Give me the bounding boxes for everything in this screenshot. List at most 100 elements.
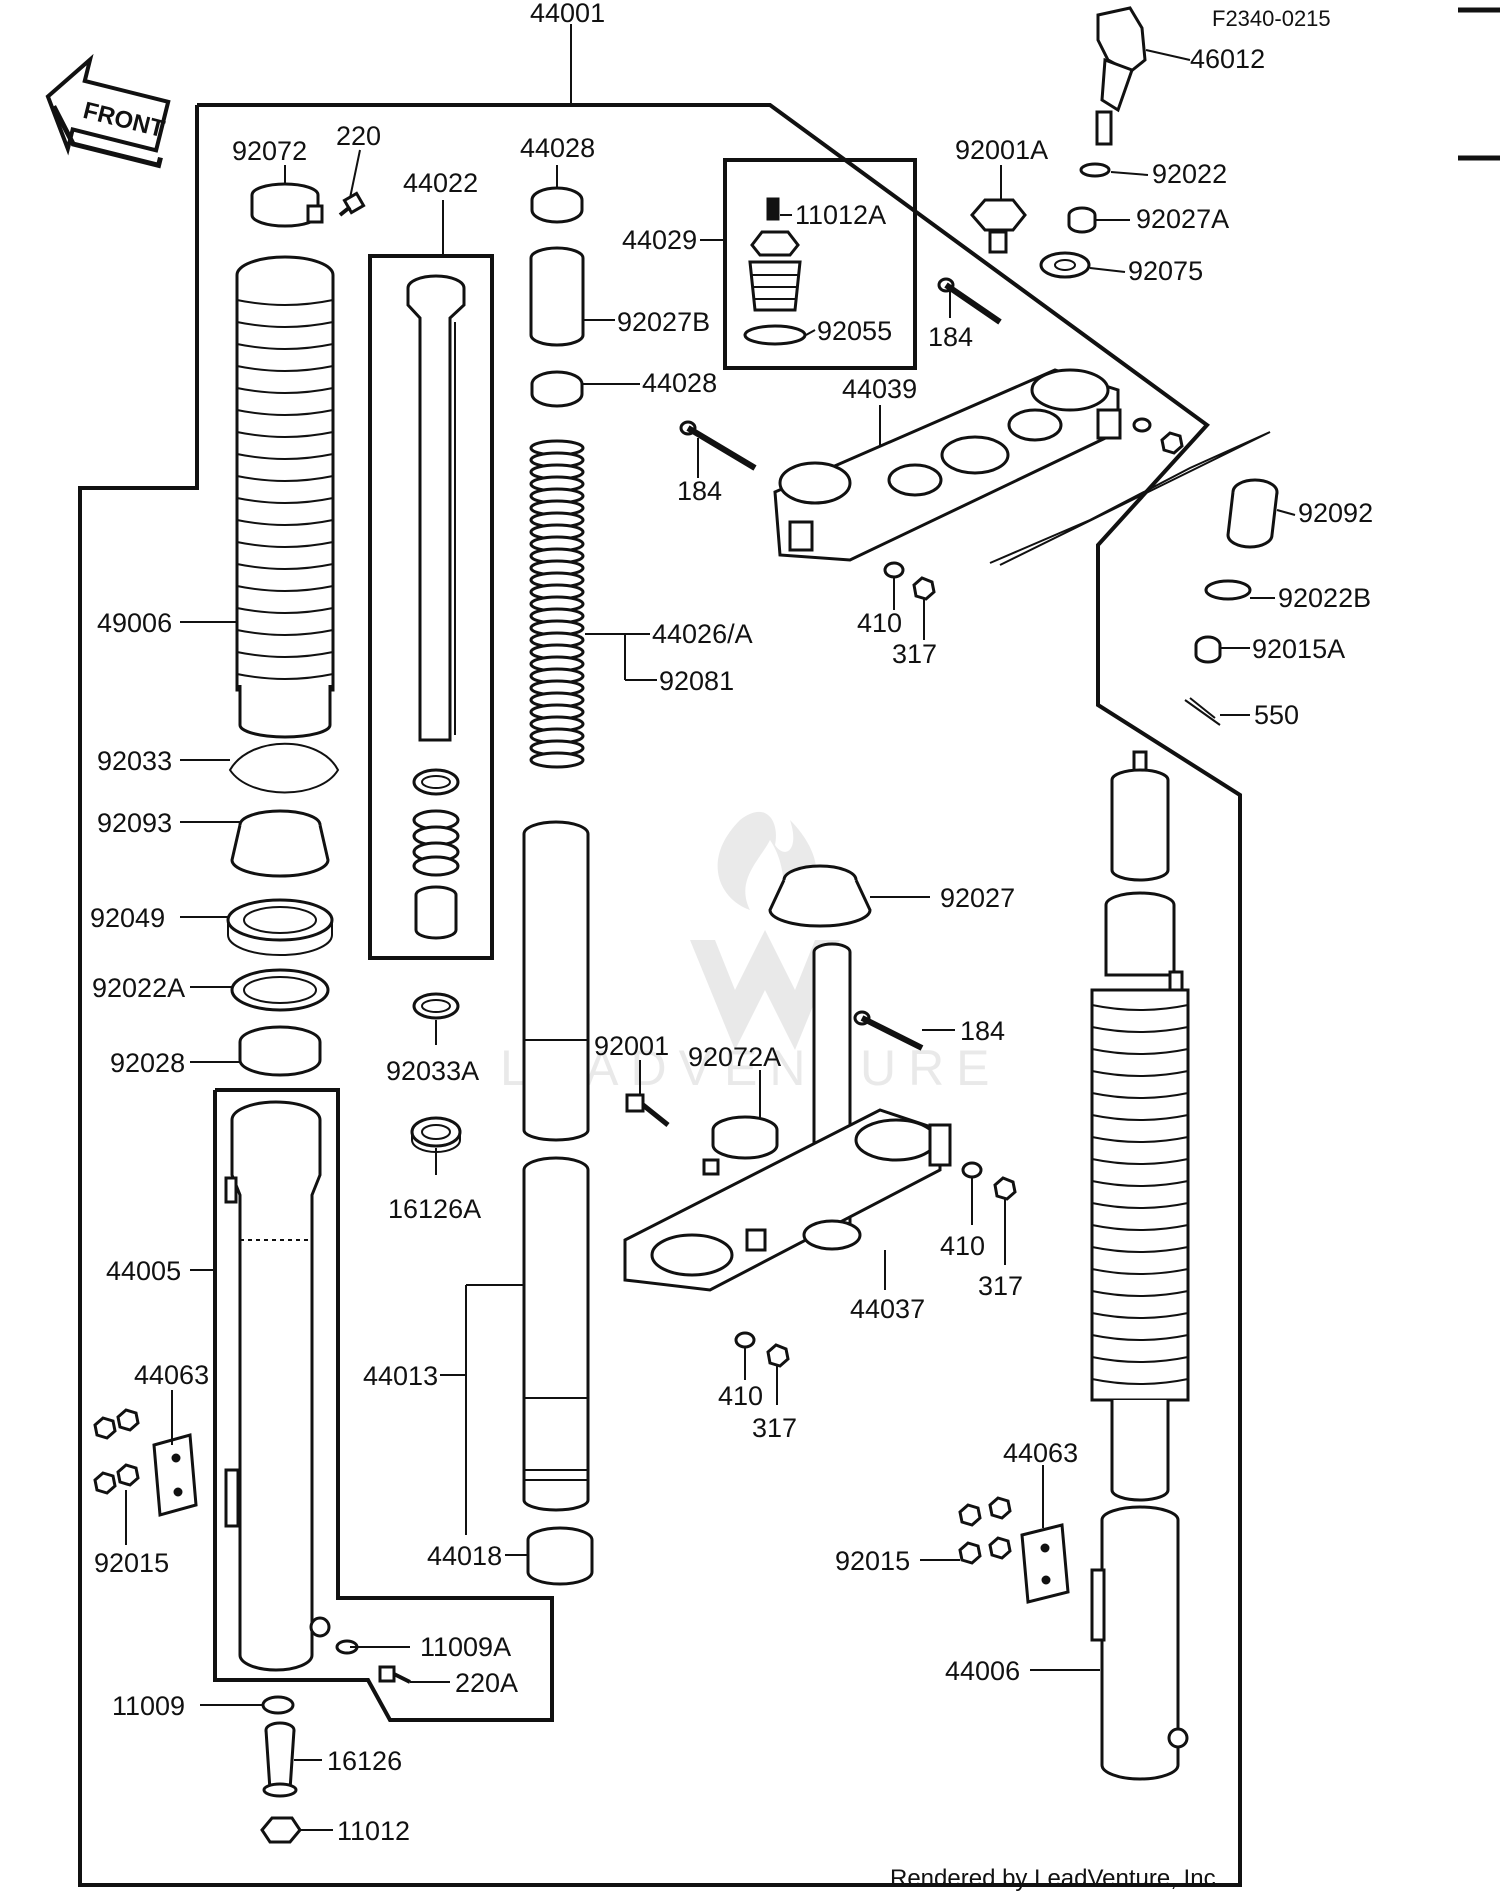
- rib-line: [1091, 1114, 1189, 1121]
- rib-line: [1091, 1136, 1189, 1143]
- label-92027B: 92027B: [617, 307, 710, 337]
- leader-lines: [125, 24, 1296, 1831]
- rib-line: [1091, 1202, 1189, 1209]
- label-44013: 44013: [363, 1361, 438, 1391]
- rib-line: [236, 431, 334, 438]
- label-410-top: 410: [857, 608, 902, 638]
- rib-line: [236, 321, 334, 328]
- bolt-184-top: [937, 277, 1002, 325]
- label-92033: 92033: [97, 746, 172, 776]
- assembly-frame-44001: [78, 103, 1242, 1887]
- rib-line: [236, 475, 334, 482]
- label-44039: 44039: [842, 374, 917, 404]
- label-92093: 92093: [97, 808, 172, 838]
- label-44037: 44037: [850, 1294, 925, 1324]
- washer-nut-410-317-low: [734, 1331, 790, 1368]
- guide-92028: [238, 1025, 322, 1077]
- circlip-92033A: [412, 992, 460, 1020]
- label-184-mid: 184: [677, 476, 722, 506]
- spring-44026: [529, 439, 585, 769]
- label-92072A: 92072A: [688, 1042, 781, 1072]
- rib-line: [1091, 1268, 1189, 1275]
- rib-line: [1091, 1158, 1189, 1165]
- outer-tube-44005: [224, 1100, 331, 1672]
- nuts-92015-right: [958, 1496, 1012, 1565]
- washer-nut-410-317-top: [883, 561, 936, 601]
- label-16126A: 16126A: [388, 1194, 481, 1224]
- label-92001A: 92001A: [955, 135, 1048, 165]
- label-44028-top: 44028: [520, 133, 595, 163]
- label-220A: 220A: [455, 1668, 518, 1698]
- label-92015A: 92015A: [1252, 634, 1345, 664]
- washer-nut-410-317-mid: [961, 1161, 1017, 1201]
- label-44006: 44006: [945, 1656, 1020, 1686]
- gasket-92033: [228, 742, 340, 794]
- cap-bolt-92001A: [970, 198, 1027, 254]
- bushing-44018: [526, 1526, 594, 1586]
- label-410-mid: 410: [940, 1231, 985, 1261]
- label-92081: 92081: [659, 666, 734, 696]
- bolt-11012: [260, 1816, 302, 1844]
- cap-44063-left: [152, 1433, 198, 1517]
- label-92033A: 92033A: [386, 1056, 479, 1086]
- rib-line: [1091, 1334, 1189, 1341]
- footer-credit: Rendered by LeadVenture, Inc.: [890, 1865, 1222, 1892]
- rib-line: [236, 563, 334, 570]
- spring-coil: [529, 751, 585, 769]
- rib-line: [236, 607, 334, 614]
- rib-line: [236, 629, 334, 636]
- label-92055: 92055: [817, 316, 892, 346]
- lower-triple-clamp-44037: [623, 1108, 952, 1292]
- spacer-92027B: [529, 246, 585, 347]
- washer-92022A: [230, 968, 330, 1012]
- screw-220A: [378, 1665, 411, 1684]
- rib-line: [1091, 1246, 1189, 1253]
- label-49006: 49006: [97, 608, 172, 638]
- clamp-92072: [250, 182, 324, 228]
- rib-line: [236, 409, 334, 416]
- fork-upper-right: [1104, 891, 1184, 996]
- label-92075: 92075: [1128, 256, 1203, 286]
- frame-44022: [368, 254, 494, 960]
- cap-44063-right: [1020, 1523, 1070, 1604]
- label-44022: 44022: [403, 168, 478, 198]
- inner-tube-upper: [522, 820, 590, 1142]
- piece-44022: [414, 885, 458, 940]
- clip-44022: [412, 768, 460, 796]
- label-550: 550: [1254, 700, 1299, 730]
- part-labels: 44001 46012 92072 220 44022 44028 44029 …: [90, 0, 1373, 1846]
- label-92015-right: 92015: [835, 1546, 910, 1576]
- nuts-92015-left: [93, 1408, 140, 1495]
- rib-line: [236, 585, 334, 592]
- rib-line: [236, 387, 334, 394]
- label-44005: 44005: [106, 1256, 181, 1286]
- label-92022A: 92022A: [92, 973, 185, 1003]
- label-11012: 11012: [337, 1816, 410, 1846]
- label-410-low: 410: [718, 1381, 763, 1411]
- rib-line: [1091, 1290, 1189, 1297]
- clamp-92072A: [702, 1115, 779, 1176]
- outer-tube-44006: [1090, 1505, 1189, 1781]
- label-92015-left: 92015: [94, 1548, 169, 1578]
- rib-line: [1091, 1378, 1189, 1385]
- label-11009A: 11009A: [420, 1632, 511, 1662]
- rib-line: [1091, 1092, 1189, 1099]
- fork-cap-right: [1110, 750, 1170, 882]
- spring-44022: [412, 809, 460, 877]
- holder-46012: [1095, 6, 1147, 146]
- label-44029: 44029: [622, 225, 697, 255]
- frame-44039-bracket: [989, 431, 1271, 566]
- rib-line: [1091, 1224, 1189, 1231]
- label-317-top: 317: [892, 639, 937, 669]
- label-11009: 11009: [112, 1691, 185, 1721]
- collar-92027A: [1067, 206, 1097, 234]
- rib-line: [236, 673, 334, 680]
- figure-code: F2340-0215: [1212, 6, 1331, 31]
- fork-boot-49006: [235, 255, 335, 739]
- label-92049: 92049: [90, 903, 165, 933]
- fork-inner-right: [1110, 1400, 1170, 1502]
- washer-92022B: [1204, 579, 1252, 601]
- label-184-top: 184: [928, 322, 973, 352]
